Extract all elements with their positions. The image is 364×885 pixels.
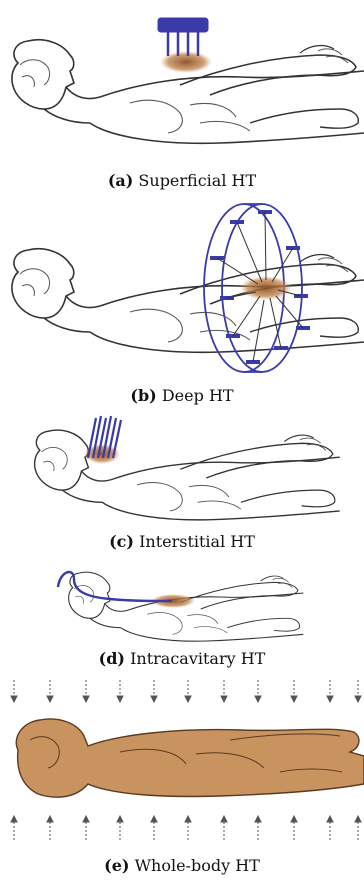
caption-label: (b) — [130, 386, 156, 405]
surface-applicator — [158, 18, 208, 56]
interstitial-ht-illustration — [0, 408, 364, 528]
caption-e: (e) Whole-body HT — [0, 856, 364, 875]
caption-text: Interstitial HT — [139, 532, 255, 551]
panel-whole-body-ht: (e) Whole-body HT — [0, 676, 364, 885]
incoming-heat-arrows-top — [11, 680, 361, 702]
caption-c: (c) Interstitial HT — [0, 532, 364, 551]
panel-intracavitary-ht: (d) Intracavitary HT — [0, 557, 364, 677]
heated-body — [16, 719, 364, 797]
deep-ht-illustration — [0, 196, 364, 381]
caption-b: (b) Deep HT — [0, 386, 364, 405]
whole-body-ht-illustration — [0, 676, 364, 851]
superficial-ht-illustration — [0, 0, 364, 165]
incoming-heat-arrows-bottom — [11, 816, 361, 840]
caption-text: Intracavitary HT — [130, 649, 265, 668]
intracavitary-catheter — [58, 572, 172, 601]
caption-label: (c) — [109, 532, 134, 551]
panel-superficial-ht: (a) Superficial HT — [0, 0, 364, 200]
caption-text: Deep HT — [162, 386, 234, 405]
caption-a: (a) Superficial HT — [0, 171, 364, 190]
caption-d: (d) Intracavitary HT — [0, 649, 364, 668]
panel-deep-ht: (b) Deep HT — [0, 196, 364, 411]
caption-text: Superficial HT — [138, 171, 256, 190]
intracavitary-ht-illustration — [0, 557, 364, 647]
caption-label: (a) — [108, 171, 134, 190]
caption-text: Whole-body HT — [135, 856, 260, 875]
panel-interstitial-ht: (c) Interstitial HT — [0, 408, 364, 558]
caption-label: (d) — [99, 649, 125, 668]
caption-label: (e) — [104, 856, 129, 875]
